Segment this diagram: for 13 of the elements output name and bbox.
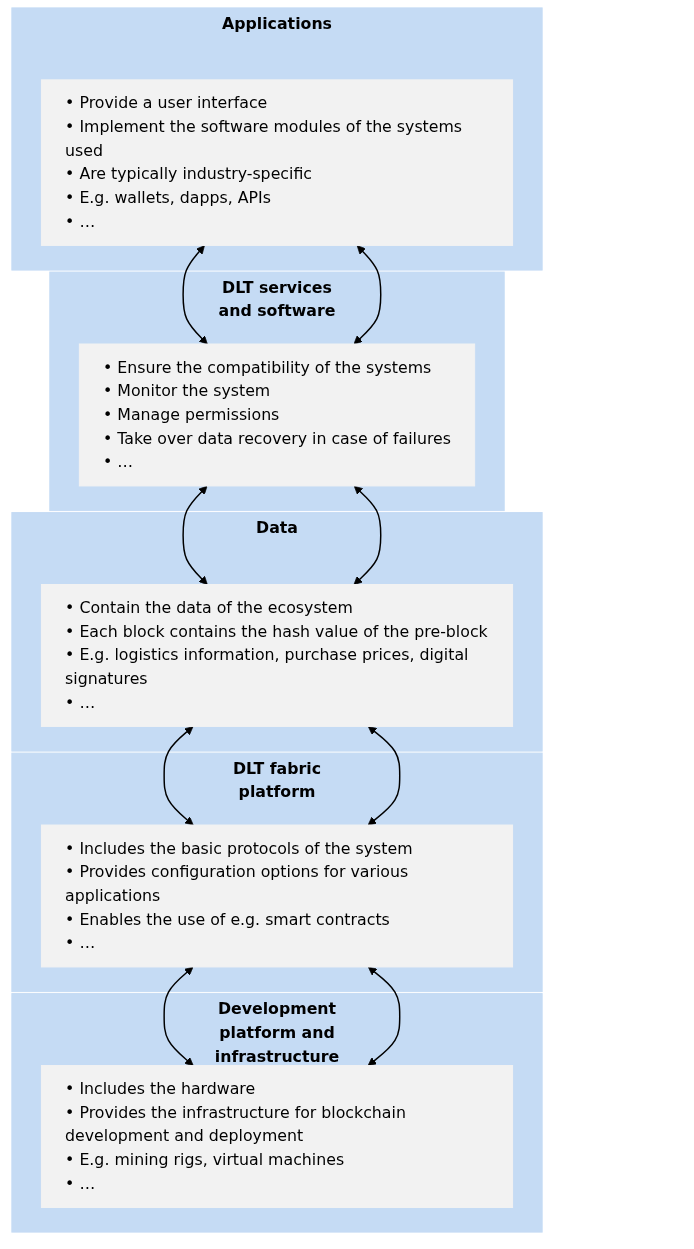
arrow	[182, 245, 208, 345]
arrow	[367, 966, 401, 1066]
arrow	[163, 966, 194, 1066]
arrow	[182, 485, 208, 585]
arrow	[353, 245, 382, 345]
node-box: • Includes the hardware • Provides the infrastructure for blockchain development and deployment • E.g. mining rigs, virtual machines • …	[40, 1065, 514, 1208]
node-box: • Contain the data of the ecosystem • Each block contains the hash value of the pre-block • E.g. logistics information, purchase prices, digital signatures • …	[40, 584, 514, 727]
node-box: • Includes the basic protocols of the system • Provides configuration options for various applications • Enables the use of e.g. smart contracts • …	[40, 824, 514, 968]
arrow	[367, 726, 401, 826]
arrow	[163, 726, 194, 826]
arrow	[353, 485, 382, 585]
node-box: • Ensure the compatibility of the systems • Monitor the system • Manage permissions • Take over data recovery in case of failures • …	[78, 343, 476, 487]
node-box: • Provide a user interface • Implement the software modules of the systems used • Are typically industry-specific • E.g. wallets, dapps, APIs • …	[40, 79, 514, 246]
